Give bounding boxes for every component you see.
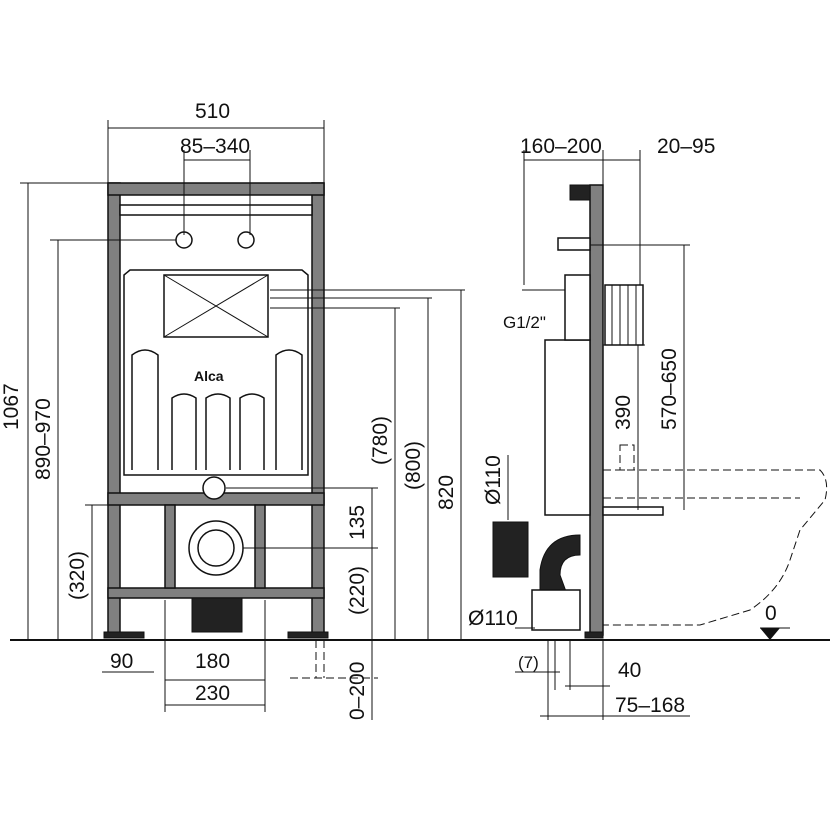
dim-width: 510 <box>195 100 230 123</box>
dim-diameter-bottom: Ø110 <box>468 607 518 630</box>
front-view-frame <box>103 182 329 639</box>
side-view-toilet-bowl <box>603 444 828 626</box>
dim-bolt-height: (320) <box>66 551 89 600</box>
dim-800: (800) <box>402 441 425 490</box>
dim-820: 820 <box>435 475 458 510</box>
dim-135: 135 <box>346 505 369 540</box>
logo: Alca <box>194 368 224 384</box>
dim-offset-7: (7) <box>518 653 539 672</box>
thread-label: G1/2" <box>503 313 546 332</box>
dim-depth-range: 160–200 <box>520 135 602 158</box>
dim-height-total: 1067 <box>0 383 23 430</box>
dim-bolt-spacing: 180 <box>195 650 230 673</box>
side-view-frame <box>492 184 664 639</box>
zero-level-marker-icon <box>760 628 780 640</box>
zero-level-label: 0 <box>765 602 777 625</box>
dim-outlet-spacing: 230 <box>195 682 230 705</box>
dim-height-adjust: 890–970 <box>32 398 55 480</box>
dim-offset-40: 40 <box>618 659 641 682</box>
front-dimension-lines <box>20 120 465 720</box>
side-dimension-lines <box>507 150 790 720</box>
dim-570-650: 570–650 <box>658 348 681 430</box>
dim-390: 390 <box>612 395 635 430</box>
front-view-tank: Alca <box>123 231 309 633</box>
dim-220: (220) <box>346 566 369 615</box>
dim-offset-range: 75–168 <box>615 694 685 717</box>
dim-foot-width: 90 <box>110 650 133 673</box>
dim-flush-range: 85–340 <box>180 135 250 158</box>
dim-floor-range: 0–200 <box>346 662 369 720</box>
dim-diameter-top: Ø110 <box>482 455 505 505</box>
dim-wall-range: 20–95 <box>657 135 715 158</box>
dim-780: (780) <box>369 416 392 465</box>
